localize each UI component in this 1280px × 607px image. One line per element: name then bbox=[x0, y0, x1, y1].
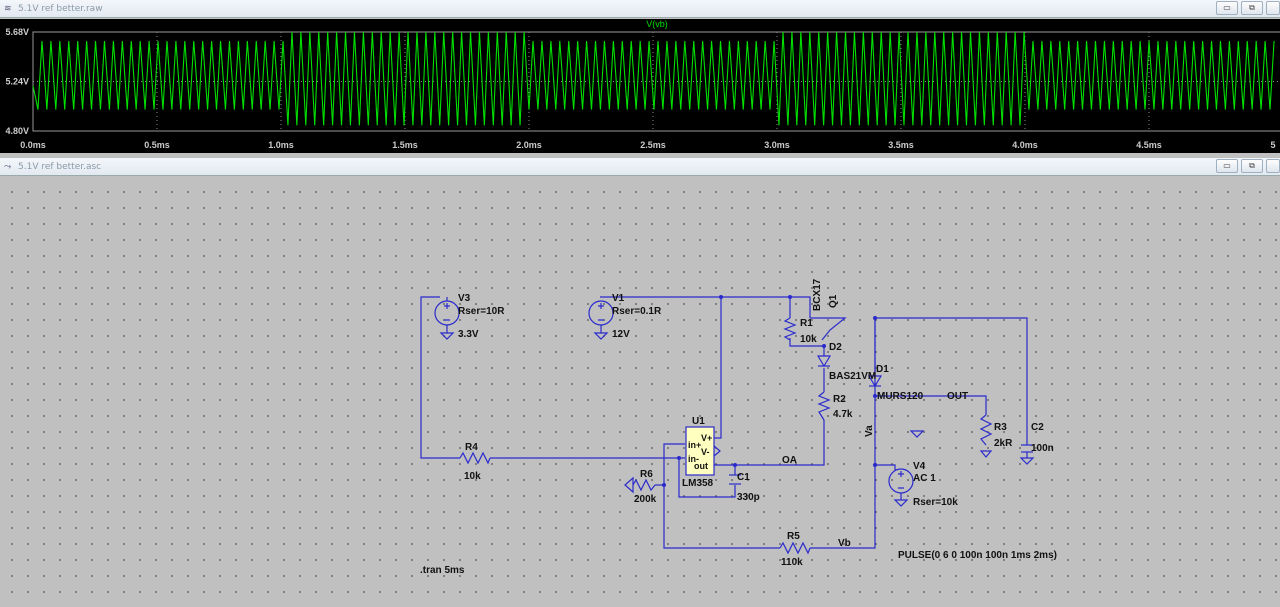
label-d2: D2 bbox=[829, 342, 842, 353]
spice-directive[interactable]: .tran 5ms bbox=[420, 565, 465, 576]
label-q1: Q1 bbox=[828, 294, 839, 308]
x-tick-label: 2.5ms bbox=[640, 140, 666, 150]
schematic-window-title: 5.1V ref better.asc bbox=[18, 161, 102, 172]
resistor-r3[interactable] bbox=[979, 414, 993, 446]
capacitor-c2[interactable] bbox=[1021, 444, 1033, 458]
schematic-icon: ⤳ bbox=[4, 161, 12, 172]
label-c1: C1 bbox=[737, 472, 750, 483]
restore-button[interactable]: ⧉ bbox=[1241, 159, 1263, 173]
label-r4-value: 10k bbox=[464, 471, 481, 482]
label-v3-value: 3.3V bbox=[458, 329, 479, 340]
label-r1-value: 10k bbox=[800, 334, 817, 345]
y-tick-label: 5.24V bbox=[5, 77, 29, 87]
schematic-window-titlebar[interactable]: ⤳ 5.1V ref better.asc ▭⧉ bbox=[0, 158, 1280, 176]
label-r4: R4 bbox=[465, 442, 478, 453]
label-r5-value: 110k bbox=[781, 557, 803, 568]
y-tick-label: 4.80V bbox=[5, 126, 29, 136]
pin-label: in- bbox=[688, 454, 699, 464]
label-c2: C2 bbox=[1031, 422, 1044, 433]
label-v4: V4 bbox=[913, 461, 926, 472]
x-tick-label: 3.0ms bbox=[764, 140, 790, 150]
voltage-source-v3[interactable] bbox=[434, 297, 460, 340]
net-label-out: OUT bbox=[947, 391, 968, 402]
resistor-r6[interactable] bbox=[632, 478, 656, 492]
ground-icon bbox=[979, 450, 993, 458]
x-tick-label: 4.5ms bbox=[1136, 140, 1162, 150]
waveform-icon: ≋ bbox=[4, 3, 12, 14]
minimize-button[interactable]: ▭ bbox=[1216, 1, 1238, 15]
label-c1-value: 330p bbox=[737, 492, 760, 503]
y-tick-label: 5.68V bbox=[5, 27, 29, 37]
diode-d2[interactable] bbox=[816, 355, 832, 368]
opamp-output-arrow bbox=[713, 445, 721, 457]
waveform-window-title: 5.1V ref better.raw bbox=[18, 3, 103, 14]
label-c2-value: 100n bbox=[1031, 443, 1054, 454]
x-tick-label: 2.0ms bbox=[516, 140, 542, 150]
net-label-vb: Vb bbox=[838, 538, 851, 549]
pin-label: in+ bbox=[688, 440, 701, 450]
label-v3: V3 bbox=[458, 293, 471, 304]
ground-icon bbox=[909, 430, 925, 438]
resistor-r1[interactable] bbox=[783, 317, 797, 341]
minimize-button[interactable]: ▭ bbox=[1216, 159, 1238, 173]
ground-icon bbox=[1019, 457, 1035, 465]
label-r5: R5 bbox=[787, 531, 800, 542]
restore-button[interactable]: ⧉ bbox=[1241, 1, 1263, 15]
label-r3: R3 bbox=[994, 422, 1007, 433]
x-tick-label: 1.5ms bbox=[392, 140, 418, 150]
label-v4-rser: Rser=10k bbox=[913, 497, 958, 508]
waveform-window-titlebar[interactable]: ≋ 5.1V ref better.raw ▭⧉ bbox=[0, 0, 1280, 18]
label-r1: R1 bbox=[800, 318, 813, 329]
resistor-r5[interactable] bbox=[779, 541, 811, 555]
pin-label: V- bbox=[701, 447, 710, 457]
label-d1: D1 bbox=[876, 364, 889, 375]
label-u1-model: LM358 bbox=[682, 478, 714, 489]
pin-label: out bbox=[694, 461, 708, 471]
label-r2: R2 bbox=[833, 394, 846, 405]
waveform-plot[interactable]: 0.0ms 0.5ms 1.0ms 1.5ms 2.0ms 2.5ms 3.0ms 3.5ms… bbox=[0, 19, 1280, 153]
label-q1-model: BCX17 bbox=[812, 278, 823, 311]
label-r2-value: 4.7k bbox=[833, 409, 853, 420]
label-v4-value: AC 1 bbox=[913, 473, 936, 484]
label-r6: R6 bbox=[640, 469, 653, 480]
voltage-source-v1[interactable] bbox=[588, 300, 614, 340]
close-button[interactable] bbox=[1266, 159, 1280, 173]
capacitor-c1[interactable] bbox=[729, 474, 741, 485]
label-d1-model: MURS120 bbox=[877, 391, 924, 402]
label-r3-value: 2kR bbox=[994, 438, 1013, 449]
label-v3-rser: Rser=10R bbox=[458, 306, 505, 317]
trace-label[interactable]: V(vb) bbox=[646, 19, 668, 29]
ground-icon bbox=[624, 476, 634, 494]
resistor-r2[interactable] bbox=[817, 391, 831, 421]
opamp-u1[interactable] bbox=[685, 426, 715, 476]
x-tick-label: 1.0ms bbox=[268, 140, 294, 150]
label-v1: V1 bbox=[612, 293, 625, 304]
net-label-va: Va bbox=[864, 425, 875, 437]
label-v1-rser: Rser=0.1R bbox=[612, 306, 662, 317]
diode-d1[interactable] bbox=[867, 318, 883, 388]
x-tick-label: 3.5ms bbox=[888, 140, 914, 150]
label-d2-model: BAS21VM bbox=[829, 371, 876, 382]
x-tick-label: 4.0ms bbox=[1012, 140, 1038, 150]
label-r6-value: 200k bbox=[634, 494, 657, 505]
voltage-source-v4[interactable] bbox=[888, 468, 914, 507]
net-label-oa: OA bbox=[782, 455, 797, 466]
wires bbox=[420, 296, 1028, 549]
schematic-canvas[interactable]: V+ in+ V- in- out V3 Rser=10R 3.3V V1 Rs… bbox=[0, 178, 1280, 603]
x-tick-label: 0.0ms bbox=[20, 140, 46, 150]
label-v1-value: 12V bbox=[612, 329, 630, 340]
junctions bbox=[662, 295, 877, 487]
resistor-r4[interactable] bbox=[459, 451, 491, 465]
x-tick-label: 0.5ms bbox=[144, 140, 170, 150]
close-button[interactable] bbox=[1266, 1, 1280, 15]
label-v4-pulse: PULSE(0 6 0 100n 100n 1ms 2ms) bbox=[898, 550, 1057, 561]
trace-v-vb bbox=[32, 31, 1275, 126]
label-u1: U1 bbox=[692, 416, 705, 427]
pin-label: V+ bbox=[701, 433, 712, 443]
x-tick-label: 5 bbox=[1270, 140, 1275, 150]
